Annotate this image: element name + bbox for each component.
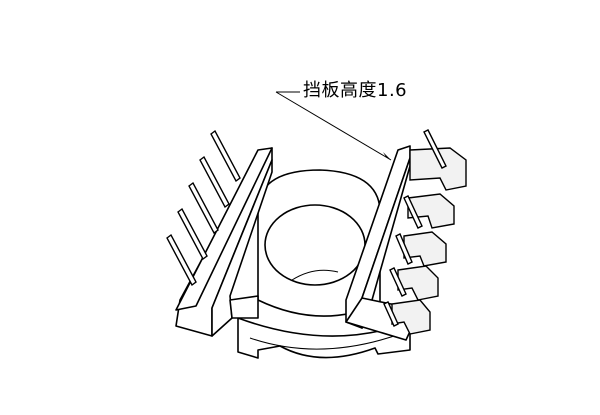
left-pins <box>166 129 241 287</box>
callout-label: 挡板高度1.6 <box>303 80 408 101</box>
right-pin-sockets <box>391 147 467 335</box>
bobbin-core-tube <box>257 169 381 317</box>
callout-leader <box>275 91 392 161</box>
right-pins <box>383 129 447 327</box>
left-flange <box>175 147 273 337</box>
bobbin-base <box>237 317 411 359</box>
